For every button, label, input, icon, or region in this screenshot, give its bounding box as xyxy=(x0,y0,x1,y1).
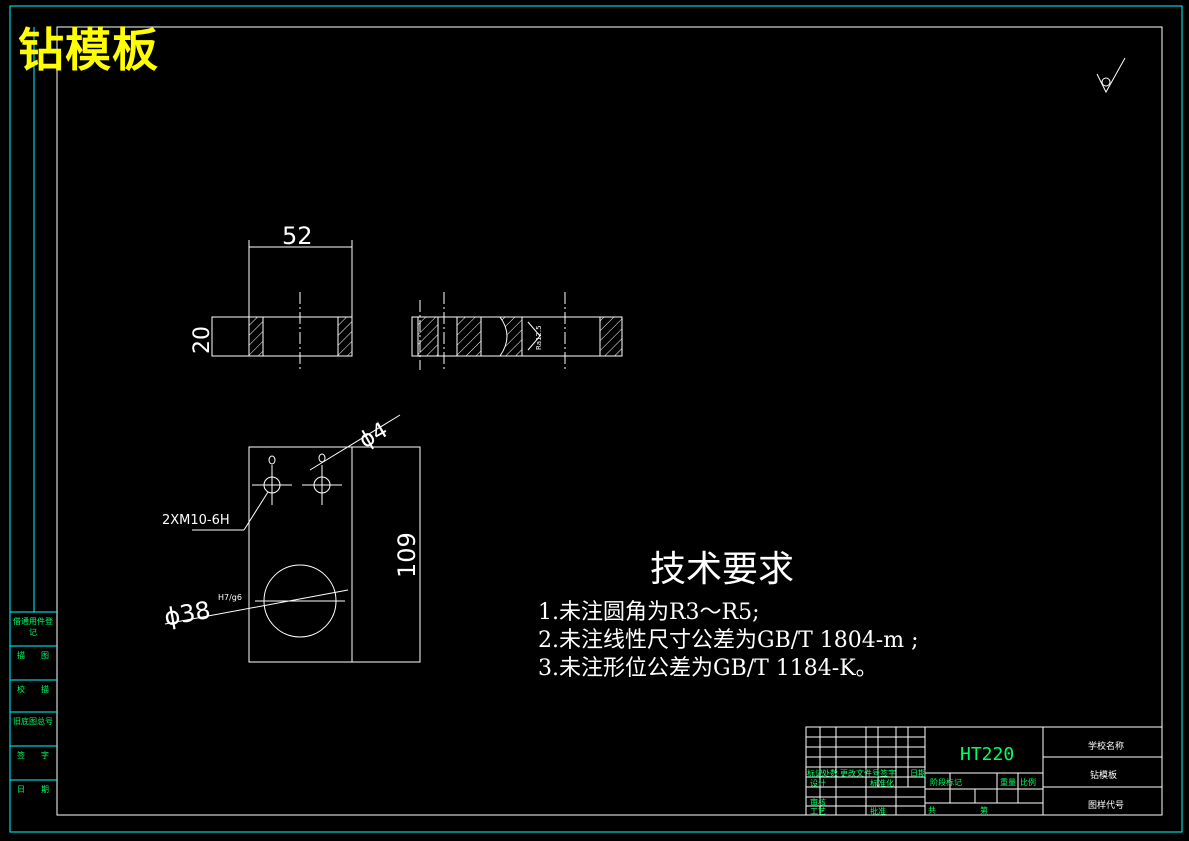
dim-roughness: Ra12.5 xyxy=(535,325,543,350)
side-label-3: 校 描 xyxy=(17,685,49,694)
front-view xyxy=(211,240,353,370)
dim-109: 109 xyxy=(393,532,421,578)
drawing-number-label: 图样代号 xyxy=(1088,801,1125,811)
side-label-2: 描 图 xyxy=(17,651,49,660)
side-label-1: 借通用件登记 xyxy=(13,617,53,637)
tb-review: 审核 xyxy=(810,798,826,807)
tb-design: 设计 xyxy=(810,779,826,788)
drawing-title: 钻模板 xyxy=(18,23,159,77)
inner-frame xyxy=(56,26,1163,816)
tb-date: 日期 xyxy=(910,769,926,778)
section-view xyxy=(411,292,623,370)
side-label-5: 签 字 xyxy=(17,751,49,760)
material-label: HT220 xyxy=(960,744,1015,765)
top-view xyxy=(164,414,421,663)
part-name: 钻模板 xyxy=(1090,771,1118,781)
dim-20: 20 xyxy=(190,326,215,354)
tb-standardize: 标准化 xyxy=(870,779,894,788)
surface-finish-symbol xyxy=(1096,57,1126,94)
side-label-4: 旧底图总号 xyxy=(13,717,53,726)
tech-requirements-heading: 技术要求 xyxy=(650,549,795,590)
tb-process: 工艺 xyxy=(810,807,826,816)
title-block-grid xyxy=(805,726,1163,816)
tb-change-doc: 更改文件号 xyxy=(840,769,880,778)
dim-52: 52 xyxy=(282,222,313,250)
tb-stage: 阶段标记 xyxy=(930,778,962,787)
tb-scale: 比例 xyxy=(1020,778,1036,787)
tb-sign: 签字 xyxy=(880,769,896,778)
tb-count: 处数 xyxy=(822,769,838,778)
school-name: 学校名称 xyxy=(1088,742,1125,752)
tb-sheets: 共 xyxy=(928,806,936,815)
tech-requirement-2: 2.未注线性尺寸公差为GB/T 1804-m ; xyxy=(538,628,919,653)
tb-sheet: 第 xyxy=(980,806,988,815)
side-label-6: 日 期 xyxy=(17,785,49,794)
dim-thread: 2XM10-6H xyxy=(162,513,230,528)
dim-fit: H7/g6 xyxy=(218,593,242,602)
tb-approve: 批准 xyxy=(870,807,886,816)
side-table xyxy=(10,27,57,781)
tb-mark: 标记 xyxy=(807,769,823,778)
tech-requirement-3: 3.未注形位公差为GB/T 1184-K。 xyxy=(538,656,878,681)
outer-frame xyxy=(9,5,1183,833)
tb-weight: 重量 xyxy=(1000,778,1016,787)
tech-requirement-1: 1.未注圆角为R3～R5; xyxy=(538,600,760,625)
